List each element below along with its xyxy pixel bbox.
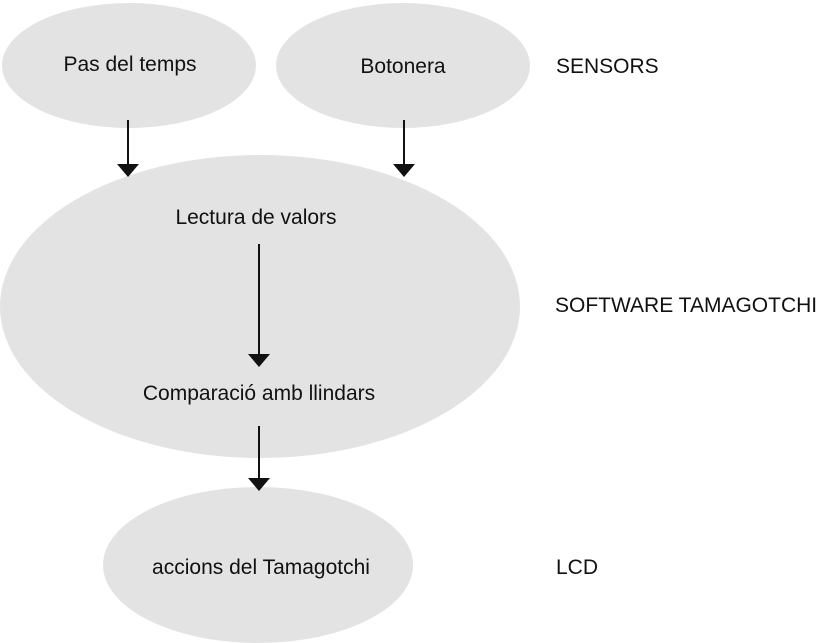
botonera-label: Botonera xyxy=(360,55,446,78)
comparacio-label: Comparació amb llindars xyxy=(142,382,376,405)
software-layer-label: SOFTWARE TAMAGOTCHI xyxy=(555,294,817,317)
lectura-de-valors-label: Lectura de valors xyxy=(175,206,337,229)
pas-del-temps-label: Pas del temps xyxy=(63,53,197,76)
sensors-layer-label: SENSORS xyxy=(556,55,659,78)
accions-label: accions del Tamagotchi xyxy=(152,556,370,579)
botonera-node xyxy=(276,3,530,128)
accions-node xyxy=(103,487,413,643)
arrow-botonera-to-software xyxy=(393,120,415,177)
software-node xyxy=(0,155,520,458)
pas-del-temps-node xyxy=(2,3,256,128)
arrow-pas-to-software xyxy=(117,120,139,177)
lcd-layer-label: LCD xyxy=(556,556,599,579)
